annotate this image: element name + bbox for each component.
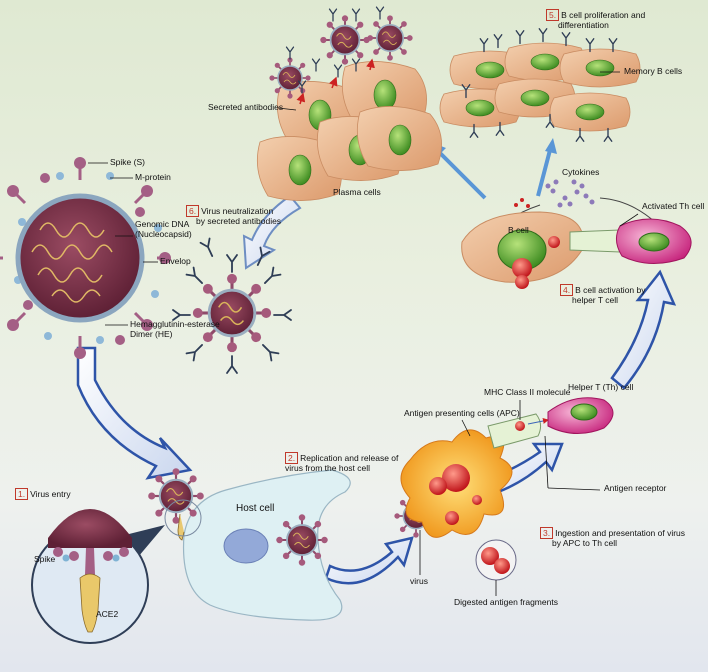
label-envelop: Envelop: [160, 256, 191, 266]
apc-cell: [400, 413, 549, 581]
label-b-cell: B cell: [508, 225, 529, 235]
label-ace2: ACE2: [96, 609, 119, 619]
memory-b-cells: [439, 42, 641, 132]
helper-t-cell: [547, 397, 614, 434]
label-secreted-antibodies: Secreted antibodies: [208, 102, 284, 112]
label-mhc: MHC Class II molecule: [484, 387, 571, 397]
arrow-step4: [610, 269, 677, 390]
b-cell-activation: [461, 211, 692, 289]
label-memory-b-cells: Memory B cells: [624, 66, 683, 76]
label-spike: Spike (S): [110, 157, 145, 167]
label-plasma-cells: Plasma cells: [333, 187, 381, 197]
arrow-step1: [76, 346, 193, 480]
label-genomic: Genomic DNA(Nucleocapsid): [135, 219, 192, 239]
label-apc: Antigen presenting cells (APC): [404, 408, 520, 418]
arrow-step2: [324, 536, 414, 585]
label-activated-th: Activated Th cell: [642, 201, 705, 211]
label-helper-t: Helper T (Th) cell: [568, 382, 634, 392]
label-digested: Digested antigen fragments: [454, 597, 558, 607]
arrow-step3: [494, 442, 564, 494]
label-spike-inset: Spike: [34, 554, 56, 564]
neutralized-virus: [191, 272, 273, 354]
label-cytokines: Cytokines: [562, 167, 600, 177]
arrow-to-memory: [536, 149, 552, 197]
step1-label: 1.Virus entry: [15, 488, 71, 500]
label-host-cell: Host cell: [236, 503, 275, 514]
secreted-antibody-marks: [285, 6, 385, 105]
entry-inset: [31, 509, 149, 644]
host-cell: [182, 469, 351, 621]
label-virus: virus: [410, 576, 428, 586]
entering-virus: [147, 467, 205, 525]
label-antigen-receptor: Antigen receptor: [604, 483, 667, 493]
arrow-to-plasma: [435, 148, 487, 200]
label-mprotein: M-protein: [135, 172, 171, 182]
virus-structure: [0, 157, 171, 359]
released-virus: [275, 513, 329, 567]
